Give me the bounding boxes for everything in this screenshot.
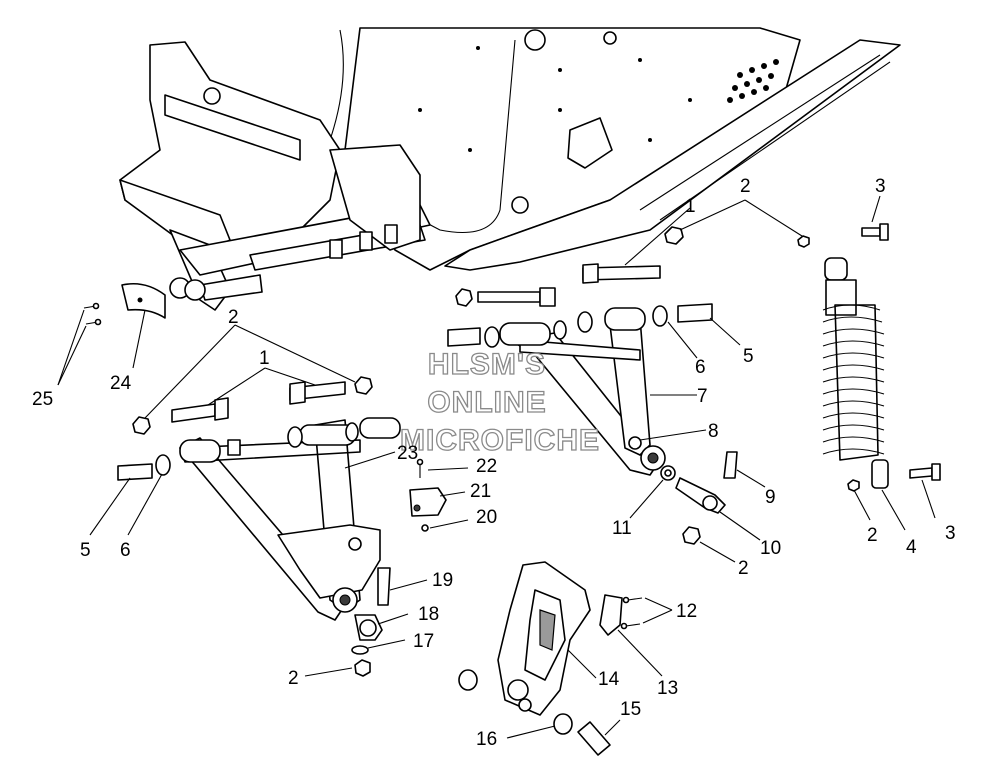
chassis-frame xyxy=(119,27,901,311)
callout-18: 18 xyxy=(418,604,439,625)
part-6-upper-bushings xyxy=(484,305,668,348)
callout-17: 17 xyxy=(413,631,434,652)
part-23-lower-a-arm xyxy=(179,417,401,621)
callout-7: 7 xyxy=(697,386,708,407)
callout-3-lower: 3 xyxy=(945,523,956,544)
tunnel-vent-holes xyxy=(418,46,779,152)
part-21-clamp xyxy=(409,487,447,517)
callout-numbers: 1 2 3 5 6 7 8 9 10 11 2 3 4 2 2 1 24 25 … xyxy=(32,176,956,750)
part-1-lower-bolts xyxy=(171,381,346,423)
callout-2-upper: 2 xyxy=(740,176,751,197)
callout-11: 11 xyxy=(612,518,632,539)
watermark-line-3: MICROFICHE xyxy=(400,424,600,457)
callout-6-left: 6 xyxy=(120,540,131,561)
callout-19: 19 xyxy=(432,570,453,591)
part-24-bumper-pad xyxy=(121,282,166,319)
leader-lines xyxy=(57,195,936,739)
part-19-bolt xyxy=(377,567,391,606)
callout-14: 14 xyxy=(598,669,620,690)
callout-23: 23 xyxy=(397,443,418,464)
part-5-lower-sleeve xyxy=(117,439,241,481)
part-17-washer xyxy=(351,645,369,655)
watermark-line-2: ONLINE xyxy=(427,386,546,419)
part-2-lower-nuts xyxy=(132,376,373,435)
part-22-pin xyxy=(416,458,424,478)
part-15-spindle-pin xyxy=(577,721,611,756)
part-20-nut xyxy=(421,524,429,532)
callout-3-upper: 3 xyxy=(875,176,886,197)
part-8-nut xyxy=(628,436,642,450)
callout-6-right: 6 xyxy=(695,357,706,378)
part-16-bushing xyxy=(458,669,573,735)
callout-12: 12 xyxy=(676,601,697,622)
callout-4: 4 xyxy=(906,537,917,558)
callout-8: 8 xyxy=(708,421,719,442)
part-4-shock-absorber xyxy=(822,257,889,489)
callout-9: 9 xyxy=(765,487,776,508)
part-9-pin xyxy=(723,451,738,479)
callout-1-upper: 1 xyxy=(685,196,696,217)
callout-2-shock: 2 xyxy=(867,525,878,546)
part-25-screws xyxy=(83,302,102,326)
part-7-upper-a-arm xyxy=(499,307,666,476)
watermark: HLSM'S ONLINE MICROFICHE xyxy=(399,347,600,457)
callout-5-right: 5 xyxy=(743,346,754,367)
callout-2-tie-rod: 2 xyxy=(738,558,749,579)
callout-22: 22 xyxy=(476,456,497,477)
callout-5-left: 5 xyxy=(80,540,91,561)
callout-20: 20 xyxy=(476,507,497,528)
callout-2-lower: 2 xyxy=(228,307,239,328)
part-2-upper-nuts xyxy=(455,226,810,307)
callout-21: 21 xyxy=(470,481,491,502)
part-12-screws xyxy=(620,596,643,630)
callout-25: 25 xyxy=(32,389,53,410)
part-2-shock-nut xyxy=(847,479,860,492)
callout-1-lower: 1 xyxy=(259,348,270,369)
callout-24: 24 xyxy=(110,373,132,394)
part-2-ball-joint-nut xyxy=(354,659,371,677)
part-18-ball-joint xyxy=(354,614,383,641)
part-10-tie-rod-end xyxy=(675,477,726,514)
part-5-upper-sleeves xyxy=(447,303,713,347)
part-3-shock-bolts xyxy=(861,223,941,481)
watermark-line-1: HLSM'S xyxy=(428,348,546,381)
callout-2-ball-joint: 2 xyxy=(288,668,299,689)
part-14-spindle xyxy=(497,561,591,716)
callout-13: 13 xyxy=(657,678,678,699)
part-2-nut-tie-rod xyxy=(682,526,701,545)
callout-16: 16 xyxy=(476,729,497,750)
callout-10: 10 xyxy=(760,538,781,559)
callout-15: 15 xyxy=(620,699,641,720)
part-6-lower-bushings xyxy=(155,422,359,476)
part-1-upper-bolts xyxy=(477,263,661,307)
part-11-washer xyxy=(660,465,676,481)
part-13-steering-arm xyxy=(599,594,623,636)
